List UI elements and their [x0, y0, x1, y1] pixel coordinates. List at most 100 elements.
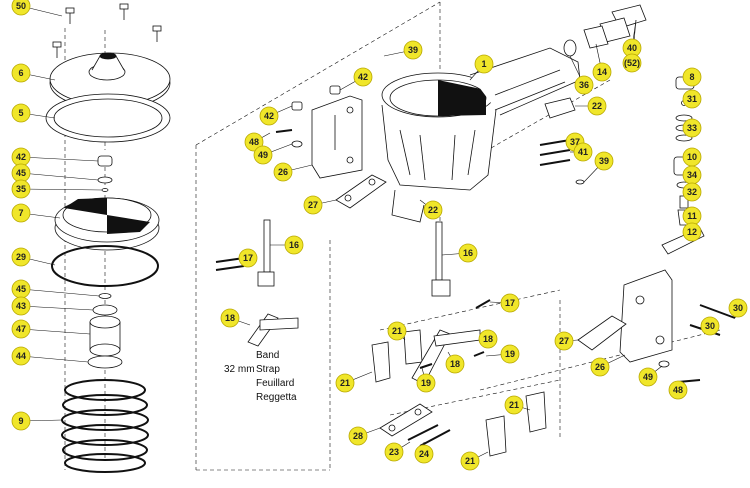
callout-number: 12	[687, 227, 697, 237]
callout-c32: 32	[682, 182, 702, 202]
callout-c48b: 48	[668, 380, 688, 400]
callout-c22b: 22	[423, 200, 443, 220]
callout-badge	[273, 162, 293, 182]
callout-number: 48	[249, 137, 259, 147]
callout-c21a: 21	[387, 321, 407, 341]
callout-number: 22	[592, 101, 602, 111]
callout-badge	[728, 298, 748, 318]
callout-number: 21	[465, 456, 475, 466]
callout-c49a: 49	[253, 145, 273, 165]
callout-badge	[11, 0, 31, 16]
callouts: 506542453572945434744939140(52)143683133…	[11, 0, 748, 471]
callout-c30b: 30	[700, 316, 720, 336]
callout-c40: 40	[622, 38, 642, 58]
leader-line-c47	[20, 328, 91, 335]
callout-number: 29	[16, 252, 26, 262]
screws-50	[52, 3, 162, 58]
callout-badge	[574, 75, 594, 95]
callout-c34: 34	[682, 165, 702, 185]
callout-c17a: 17	[238, 248, 258, 268]
callout-c30a: 30	[728, 298, 748, 318]
callout-c19b: 19	[416, 373, 436, 393]
callout-number: 30	[733, 303, 743, 313]
callout-number: 19	[505, 349, 515, 359]
callout-number: 37	[570, 137, 580, 147]
callout-c29: 29	[11, 247, 31, 267]
callout-badge	[682, 89, 702, 109]
callout-number: 30	[705, 321, 715, 331]
callout-c21c: 21	[504, 395, 524, 415]
callout-c27b: 27	[554, 331, 574, 351]
callout-number: 32	[687, 187, 697, 197]
callout-badge	[573, 142, 593, 162]
right-side-plate	[577, 269, 736, 383]
spring	[61, 379, 149, 473]
callout-c18c: 18	[445, 354, 465, 374]
callout-number: 40	[627, 43, 637, 53]
callout-number: 36	[579, 80, 589, 90]
callout-badge	[11, 179, 31, 199]
callout-badge	[259, 106, 279, 126]
callout-c22a: 22	[587, 96, 607, 116]
callout-c31: 31	[682, 89, 702, 109]
callout-badge	[590, 357, 610, 377]
callout-c18a: 18	[220, 308, 240, 328]
callout-c27a: 27	[303, 195, 323, 215]
callout-c16b: 16	[458, 243, 478, 263]
callout-badge	[587, 96, 607, 116]
diaphragm-disc	[54, 197, 160, 251]
callout-c17b: 17	[500, 293, 520, 313]
callout-badge	[11, 247, 31, 267]
callout-number: 21	[509, 400, 519, 410]
strap-name-band: Band	[256, 350, 279, 361]
callout-badge	[353, 67, 373, 87]
shaft-center	[431, 221, 491, 309]
callout-c7: 7	[11, 203, 31, 223]
bracket-22	[539, 97, 585, 185]
callout-badge	[682, 118, 702, 138]
callout-number: 31	[687, 94, 697, 104]
callout-badge	[700, 316, 720, 336]
callout-c45b: 45	[11, 279, 31, 299]
callout-number: 42	[264, 111, 274, 121]
callout-c41: 41	[573, 142, 593, 162]
callout-number: 43	[16, 301, 26, 311]
callout-badge	[11, 319, 31, 339]
callout-c14: 14	[592, 62, 612, 82]
leader-line-c44	[20, 355, 89, 363]
callout-number: 41	[578, 147, 588, 157]
callout-c35: 35	[11, 179, 31, 199]
gasket	[45, 93, 171, 143]
callout-badge	[416, 373, 436, 393]
callout-number: 26	[278, 167, 288, 177]
callout-badge	[303, 195, 323, 215]
callout-c24: 24	[414, 444, 434, 464]
callout-badge	[500, 293, 520, 313]
link-27-left	[335, 174, 387, 209]
callout-badge	[504, 395, 524, 415]
callout-badge	[474, 54, 494, 74]
callout-number: 39	[408, 45, 418, 55]
callout-c47: 47	[11, 319, 31, 339]
callout-number: 47	[16, 324, 26, 334]
callout-number: 1	[481, 59, 486, 69]
left-side-plate	[275, 85, 363, 179]
callout-badge	[414, 444, 434, 464]
callout-c42b: 42	[353, 67, 373, 87]
strap-name-reggetta: Reggetta	[256, 392, 297, 403]
callout-number: 19	[421, 378, 431, 388]
strap-name-strap: Strap	[256, 364, 280, 375]
leader-line-c45b	[20, 288, 100, 297]
callout-badge	[668, 380, 688, 400]
callout-c16a: 16	[284, 235, 304, 255]
callout-c26a: 26	[273, 162, 293, 182]
callout-c42a: 42	[11, 147, 31, 167]
callout-badge	[11, 103, 31, 123]
main-housing	[381, 47, 581, 223]
callout-number: 45	[16, 168, 26, 178]
callout-number: 48	[673, 385, 683, 395]
leader-line-c45a	[20, 172, 99, 181]
callout-number: 18	[483, 334, 493, 344]
callout-c12: 12	[682, 222, 702, 242]
